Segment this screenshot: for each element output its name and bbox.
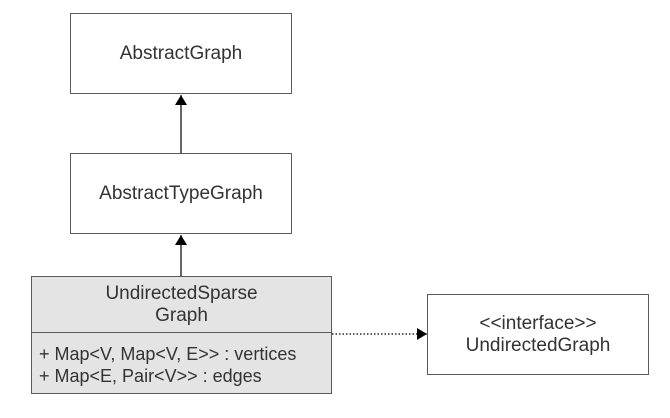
undirectedsparsegraph-attributes: + Map<V, Map<V, E>> : vertices + Map<E, …: [32, 333, 331, 393]
attribute-vertices: + Map<V, Map<V, E>> : vertices: [39, 344, 297, 364]
abstracttypegraph-class-name: AbstractTypeGraph: [99, 182, 263, 204]
undirectedsparsegraph-class-box: UndirectedSparse Graph + Map<V, Map<V, E…: [31, 276, 332, 394]
abstractgraph-class-box: AbstractGraph: [70, 13, 292, 94]
attribute-edges: + Map<E, Pair<V>> : edges: [39, 366, 262, 386]
abstractgraph-class-name: AbstractGraph: [119, 42, 243, 64]
undirectedsparsegraph-class-name-line1: UndirectedSparse: [105, 282, 258, 304]
undirectedgraph-interface-name: UndirectedGraph: [465, 334, 611, 356]
abstracttypegraph-class-box: AbstractTypeGraph: [70, 153, 292, 234]
undirectedgraph-interface-box: <<interface>> UndirectedGraph: [427, 294, 649, 375]
undirectedsparsegraph-class-name-line2: Graph: [155, 304, 208, 326]
undirectedsparsegraph-class-header: UndirectedSparse Graph: [32, 277, 331, 333]
interface-stereotype: <<interface>>: [479, 312, 597, 334]
